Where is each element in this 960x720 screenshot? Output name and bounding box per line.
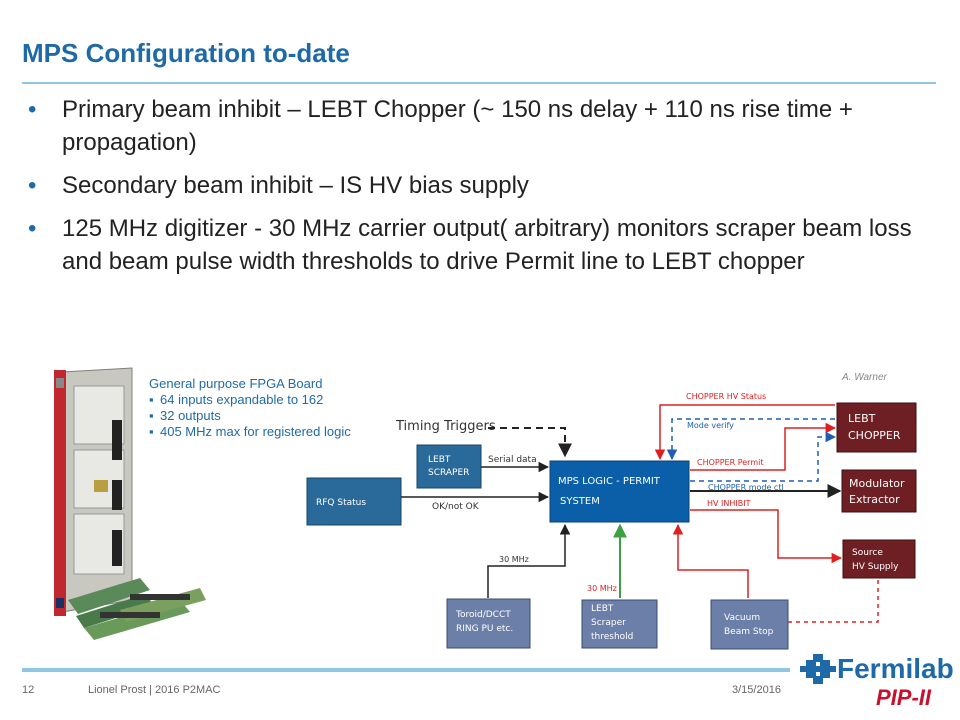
toroid-to-mps-arrow (487, 523, 571, 598)
toroid-label: RING PU etc. (456, 624, 513, 634)
serial-data-label: Serial data (488, 455, 537, 465)
hv-inhibit-arrow (690, 509, 843, 564)
rfq-status-label: RFQ Status (316, 498, 366, 508)
bullet-item: Secondary beam inhibit – IS HV bias supp… (22, 169, 942, 202)
hv-inhibit-label: HV INHIBIT (707, 499, 751, 508)
modulator-label: Extractor (849, 493, 900, 506)
mhz-30-red-label: 30 MHz (587, 584, 617, 593)
fermilab-logo-text: Fermilab (837, 653, 954, 684)
fpga-spec-item: 64 inputs expandable to 162 (149, 392, 381, 408)
toroid-label: Toroid/DCCT (455, 610, 511, 620)
title-divider (22, 82, 936, 84)
fermilab-logo-mark (800, 654, 836, 684)
modulator-box (841, 469, 917, 513)
chopper-permit-label: CHOPPER Permit (697, 458, 763, 467)
lebt-threshold-label: Scraper (591, 618, 626, 628)
source-feedback-line (788, 580, 879, 623)
rfq-status-box (306, 477, 402, 526)
lebt-chopper-label: CHOPPER (848, 429, 901, 442)
timing-triggers-arrow (488, 427, 572, 458)
mps-logic-box (549, 460, 690, 523)
mode-verify-label: Mode verify (687, 421, 734, 430)
chopper-mode-ctl-arrow (690, 431, 837, 482)
toroid-box (446, 598, 531, 649)
fpga-board-photo (54, 367, 206, 640)
lebt-scraper-label: SCRAPER (428, 468, 469, 478)
lebt-threshold-label: LEBT (591, 604, 614, 614)
mps-logic-label: SYSTEM (560, 496, 600, 507)
vacuum-label: Beam Stop (724, 627, 774, 637)
chopper-permit-arrow (690, 422, 837, 471)
bullet-item: Primary beam inhibit – LEBT Chopper (~ 1… (22, 93, 942, 159)
footer-date: 3/15/2016 (732, 684, 781, 696)
vacuum-to-mps-arrow (672, 523, 749, 598)
fpga-board-note: General purpose FPGA Board 64 inputs exp… (149, 376, 381, 440)
lebt-scraper-box (416, 444, 482, 489)
mode-verify-arrow (666, 418, 835, 461)
lebt-threshold-box (581, 599, 658, 649)
modulator-label: Modulator (849, 477, 905, 490)
lebt-chopper-label: LEBT (848, 412, 876, 425)
footer-author: Lionel Prost | 2016 P2MAC (88, 684, 221, 696)
fpga-spec-item: 32 outputs (149, 408, 381, 424)
mps-logic-label: MPS LOGIC - PERMIT (558, 476, 661, 487)
chopper-hv-status-arrow (654, 404, 835, 461)
mhz-30-black-label: 30 MHz (499, 555, 529, 564)
source-box (842, 539, 916, 579)
slide-title: MPS Configuration to-date (22, 38, 350, 68)
bullet-item: 125 MHz digitizer - 30 MHz carrier outpu… (22, 212, 942, 278)
bullet-list: Primary beam inhibit – LEBT Chopper (~ 1… (22, 93, 942, 288)
vacuum-label: Vacuum (724, 613, 760, 623)
pip-ii-logo-text: PIP-II (876, 685, 932, 710)
timing-triggers-label: Timing Triggers (395, 419, 496, 434)
ok-not-ok-label: OK/not OK (432, 502, 480, 512)
lebt-threshold-label: threshold (591, 632, 633, 642)
fpga-spec-item: 405 MHz max for registered logic (149, 424, 381, 440)
chopper-mode-ctl-label: CHOPPER mode ctl (708, 483, 784, 492)
footer-divider (22, 668, 790, 672)
diagram-author: A. Warner (842, 372, 887, 383)
source-label: HV Supply (852, 562, 899, 572)
vacuum-box (710, 599, 789, 650)
source-label: Source (852, 548, 883, 558)
lebt-chopper-box (836, 402, 917, 453)
fpga-board-heading: General purpose FPGA Board (149, 376, 323, 391)
page-number: 12 (22, 684, 35, 696)
lebt-scraper-label: LEBT (428, 455, 451, 465)
chopper-hv-status-label: CHOPPER HV Status (686, 392, 766, 401)
fpga-board-specs: 64 inputs expandable to 162 32 outputs 4… (149, 392, 381, 440)
